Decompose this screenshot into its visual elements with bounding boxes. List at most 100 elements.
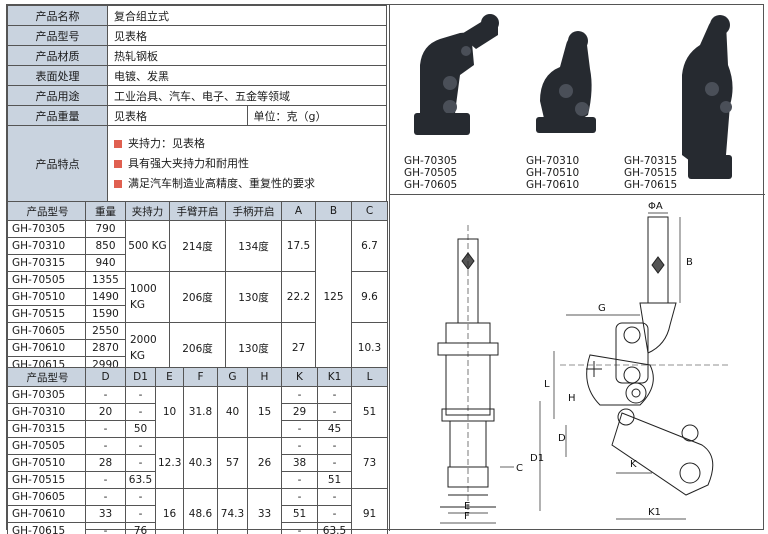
column-header: K1 [317,367,352,387]
table-row: GH-70510 28 - 38 - [7,454,388,472]
column-header: 产品型号 [7,201,86,221]
dim-b-cell: 125 [315,220,352,374]
dim-d1-cell: 50 [125,420,156,438]
property-value: 热轧钢板 [107,45,387,66]
dim-k-cell: - [281,522,318,534]
column-header: D [85,367,126,387]
dimension-lines [440,212,686,524]
column-header: 手臂开启 [169,201,226,221]
column-header: K [281,367,318,387]
arm-angle-cell: 214度 [169,220,226,272]
model-cell: GH-70315 [7,254,86,272]
dim-k1-cell: - [317,454,352,472]
table-row: GH-70305 - - 10 31.8 40 15 - - 51 [7,386,388,438]
model-cell: GH-70610 [7,339,86,357]
dim-d1-cell: - [125,505,156,523]
weight-cell: 2550 [85,322,126,340]
label-phiA: ΦA [648,201,663,212]
arm-angle-cell: 206度 [169,271,226,323]
dim-d-cell: - [85,522,126,534]
model-cell: GH-70610 [7,505,86,523]
dim-h-cell: 15 [247,386,282,438]
weight-cell: 850 [85,237,126,255]
model-cell: GH-70515 [7,471,86,489]
dim-d-cell: - [85,471,126,489]
photo-caption-group-2: GH-70310 GH-70510 GH-70610 [526,155,579,191]
table-row: GH-70310 20 - 29 - [7,403,388,421]
side-view [560,216,730,496]
dim-d-cell: - [85,420,126,438]
label-B: B [686,257,693,268]
dim-k1-cell: 51 [317,471,352,489]
dim-d1-cell: - [125,437,156,455]
label-L: L [544,379,550,390]
table-row: GH-70615 - 76 - 63.5 [7,522,388,534]
model-cell: GH-70510 [7,454,86,472]
dim-k1-cell: - [317,488,352,506]
dim-k1-cell: - [317,437,352,455]
dim-a-cell: 17.5 [281,220,316,272]
dim-d-cell: - [85,386,126,404]
handle-angle-cell: 130度 [225,271,282,323]
caption-text: GH-70510 [526,167,580,179]
dim-d1-cell: 76 [125,522,156,534]
clamp-photo-70305 [414,14,499,135]
dim-k1-cell: - [317,403,352,421]
dim-l-cell: 51 [351,386,388,438]
property-label: 产品材质 [7,45,108,66]
model-cell: GH-70605 [7,322,86,340]
property-value: 工业治具、汽车、电子、五金等领域 [107,85,387,106]
column-header: 产品型号 [7,367,86,387]
model-cell: GH-70310 [7,403,86,421]
column-header: C [351,201,388,221]
dim-c-cell: 9.6 [351,271,388,323]
feature-text: 具有强大夹持力和耐用性 [128,156,249,170]
force-cell: 1000 KG [125,271,170,323]
dim-d1-cell: - [125,403,156,421]
features-cell: 夹持力：见表格 具有强大夹持力和耐用性 满足汽车制造业高精度、重复性的要求 [107,125,387,202]
label-F: F [464,511,470,522]
dim-a-cell: 22.2 [281,271,316,323]
dim-d-cell: - [85,488,126,506]
table-row: GH-70605 2550 2000 KG 206度 130度 27 10.3 [7,322,388,374]
model-cell: GH-70510 [7,288,86,306]
handle-angle-cell: 130度 [225,322,282,374]
feature-text: 满足汽车制造业高精度、重复性的要求 [128,176,315,190]
property-row: 产品型号见表格 [7,25,387,46]
dim-d1-cell: - [125,488,156,506]
dim-f-cell: 48.6 [183,488,218,534]
property-row: 表面处理电镀、发黑 [7,65,387,86]
force-cell: 500 KG [125,220,170,272]
property-row: 产品名称复合组立式 [7,5,387,26]
dim-k-cell: 29 [281,403,318,421]
dim-e-cell: 16 [155,488,184,534]
clamp-photo-70310 [536,31,596,133]
dim-d1-cell: - [125,454,156,472]
caption-text: GH-70610 [526,179,580,191]
column-header: G [217,367,248,387]
dim-k1-cell: - [317,505,352,523]
label-D: D [558,433,566,444]
column-header: D1 [125,367,156,387]
column-header: 手柄开启 [225,201,282,221]
property-value: 见表格 [107,105,248,126]
product-spec-sheet: 产品名称复合组立式 产品型号见表格 产品材质热轧钢板 表面处理电镀、发黑 产品用… [6,4,765,534]
column-header: H [247,367,282,387]
table-row: GH-70305 790 500 KG 214度 134度 17.5 125 6… [7,220,388,374]
property-label: 表面处理 [7,65,108,86]
model-cell: GH-70305 [7,220,86,238]
spec-table-forces: 产品型号 重量 夹持力 手臂开启 手柄开启 A B C GH-70305 790… [7,201,388,374]
features-row: 产品特点 夹持力：见表格 具有强大夹持力和耐用性 满足汽车制造业高精度、重复性的… [7,125,387,202]
dim-d1-cell: 63.5 [125,471,156,489]
dim-h-cell: 26 [247,437,282,489]
dim-k-cell: - [281,471,318,489]
dim-g-cell: 74.3 [217,488,248,534]
dim-a-cell: 27 [281,322,316,374]
dim-k-cell: - [281,437,318,455]
caption-text: GH-70305 [404,155,458,167]
arm-angle-cell: 206度 [169,322,226,374]
dim-h-cell: 33 [247,488,282,534]
dim-l-cell: 91 [351,488,388,534]
